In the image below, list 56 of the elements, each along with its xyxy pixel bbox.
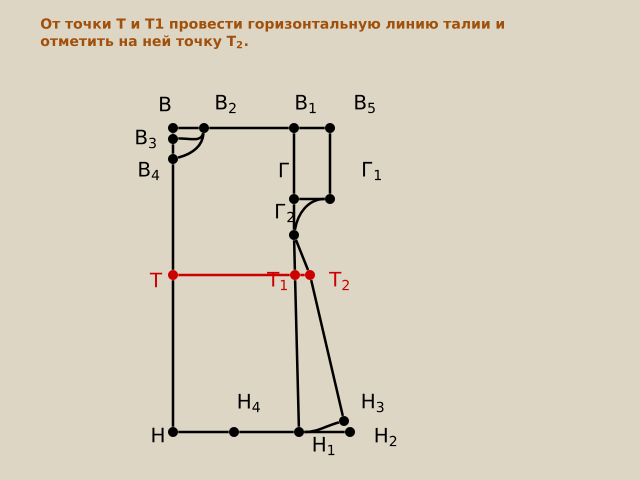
point-dot: [168, 154, 178, 164]
point-label: Т: [150, 272, 162, 288]
pattern-line: [294, 198, 325, 230]
pattern-line: [178, 430, 229, 434]
point-dot: [325, 123, 335, 133]
point-label: Н$_{1}$: [314, 436, 334, 456]
title: От точки Т и Т1 провести горизонтальную линию талии и отметить на ней точку Т$_{2}$.: [40, 18, 504, 49]
point-dot: [305, 270, 315, 280]
point-dot: [345, 427, 355, 437]
pattern-line: [299, 126, 325, 130]
point-dot: [199, 123, 209, 133]
point-label: В$_{4}$: [139, 162, 160, 180]
pattern-line: [178, 133, 205, 159]
point-label: Н$_{2}$: [376, 428, 396, 446]
point-label: Н$_{4}$: [238, 394, 260, 412]
point-dot: [168, 270, 178, 280]
point-dot: [290, 270, 300, 280]
pattern-line: [178, 126, 199, 130]
point-label: Т$_{2}$: [329, 272, 349, 290]
pattern-line: [178, 132, 204, 140]
point-dot: [229, 427, 239, 437]
point-label: Н: [152, 428, 164, 442]
pattern-line: [300, 274, 305, 276]
pattern-line: [304, 430, 345, 434]
pattern-line: [310, 280, 344, 416]
point-dot: [168, 134, 178, 144]
pattern-line: [292, 133, 296, 194]
point-label: В: [160, 96, 170, 112]
point-dot: [168, 123, 178, 133]
pattern-line: [209, 126, 289, 130]
point-label: В$_{3}$: [136, 130, 156, 148]
point-dot: [325, 194, 335, 204]
point-dot: [289, 123, 299, 133]
pattern-line: [304, 421, 340, 434]
pattern-line: [239, 430, 294, 434]
point-label: Г: [280, 162, 289, 178]
point-label: В$_{5}$: [355, 94, 375, 114]
pattern-line: [172, 164, 174, 270]
pattern-line: [172, 144, 174, 154]
pattern-line: [178, 274, 290, 276]
pattern-line: [294, 239, 310, 271]
point-label: В$_{1}$: [296, 94, 316, 114]
point-label: Н$_{3}$: [362, 394, 384, 412]
point-dot: [289, 194, 299, 204]
pattern-line: [328, 133, 332, 194]
pattern-line: [292, 240, 296, 270]
pattern-line: [294, 280, 300, 427]
point-dot: [168, 427, 178, 437]
point-label: Г$_{1}$: [363, 162, 381, 180]
point-dot: [339, 416, 349, 426]
point-dot: [289, 230, 299, 240]
pattern-line: [172, 280, 174, 427]
point-label: В$_{2}$: [216, 94, 236, 114]
point-dot: [294, 427, 304, 437]
pattern-line: [292, 204, 296, 230]
pattern-line: [299, 198, 325, 200]
